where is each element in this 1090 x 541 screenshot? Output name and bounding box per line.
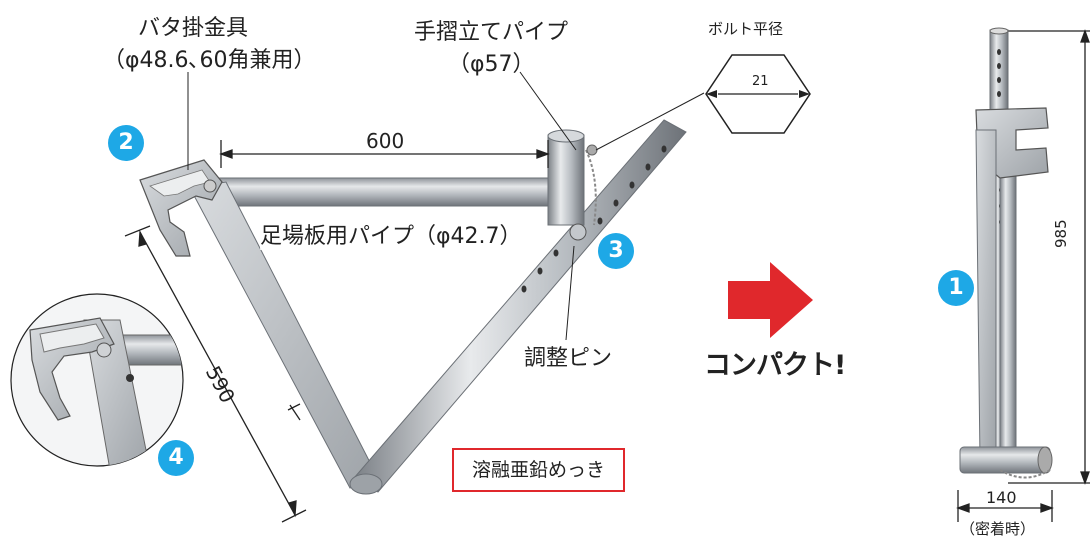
compact-arrow [728,262,813,338]
bolt-width-label: ボルト平径 [708,20,784,38]
dim-140-note: （密着時） [960,520,1036,538]
bolt-hexagon [705,54,811,134]
bolt-width-value: 21 [752,74,769,89]
dim-140: 140 [986,488,1017,507]
bata-fitting-label: バタ掛金具 [138,16,249,41]
badge-2: 2 [108,125,144,161]
handrail-pipe-label: 手摺立てパイプ [414,20,569,45]
compact-label: コンパクト! [704,350,846,381]
diagonal-pipe [353,119,687,493]
badge-3: 3 [598,233,634,269]
badge-1: 1 [938,270,974,306]
badge-4: 4 [158,440,194,476]
dim-600: 600 [366,129,405,153]
handrail-pipe-spec: （φ57） [448,52,535,77]
adjust-pin-label: 調整ピン [524,346,613,371]
detail-circle [10,293,184,467]
bata-fitting-spec: （φ48.6､60角兼用） [103,48,316,73]
main-bracket [139,119,687,495]
dim-985: 985 [1052,219,1070,248]
plank-pipe-label: 足場板用パイプ（φ42.7） [260,218,522,250]
plank-pipe [217,177,564,207]
adjust-holes [521,145,667,293]
galvanized-label: 溶融亜鉛めっき [452,448,625,492]
folded-bracket [959,27,1053,479]
leader-lines [187,71,705,341]
dimension-lines [124,29,1090,523]
handrail-socket [547,134,585,226]
